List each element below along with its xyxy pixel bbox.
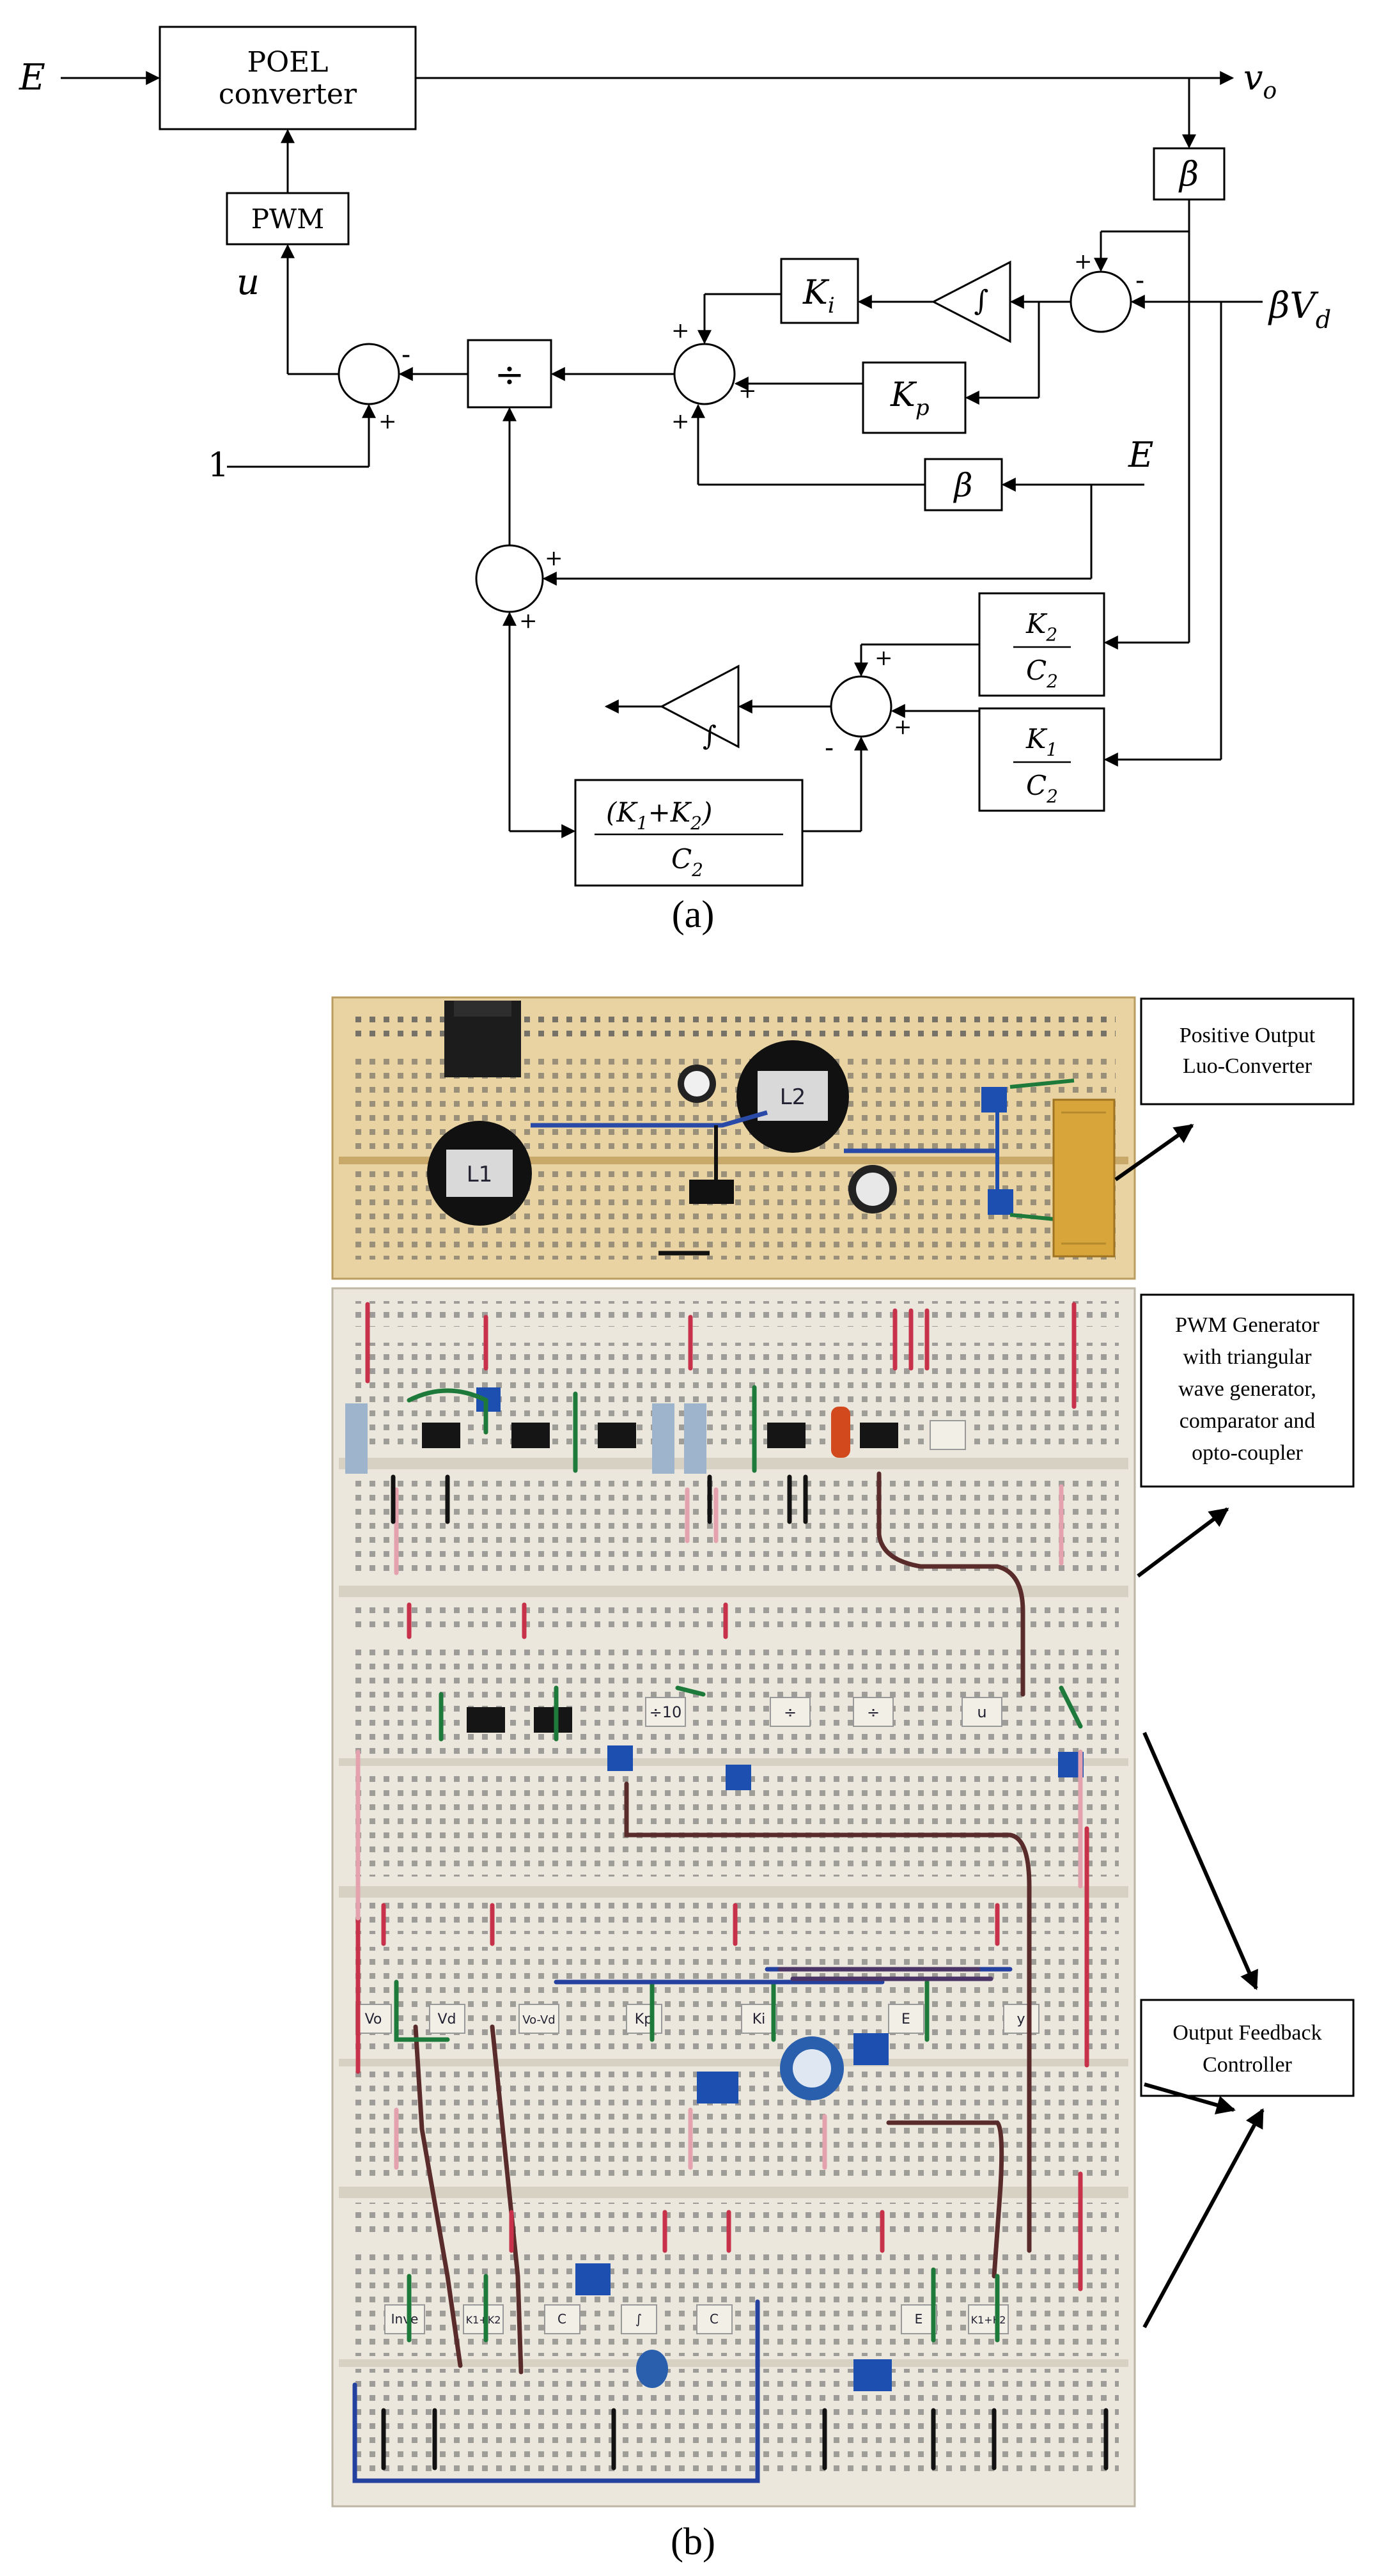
kp-label: Kp [890,376,930,421]
div-a-label: ÷ [784,1703,797,1721]
integrator-bottom [659,664,740,749]
callouts: Positive Output Luo-Converter PWM Genera… [1114,997,1355,2329]
u-label: u [237,262,260,303]
divide-symbol: ÷ [495,354,525,396]
sign-minus: - [825,731,834,763]
callout-pwm-line1: PWM Generator [1175,1313,1320,1337]
callout-feedback-line1: Output Feedback [1172,2021,1321,2045]
l2-label: L2 [780,1084,806,1110]
k12-c2-denominator: C2 [671,843,703,880]
pwm-label: PWM [251,203,324,235]
k2-c2-numerator: K2 [1025,608,1057,645]
k1-plus-k2-c2-block [574,779,804,887]
ki-label: Ki [802,274,835,318]
div10-label: ÷10 [650,1703,682,1721]
block-diagram-labels: E POEL converter vo PWM u 1 ÷ β βVd Ki ∫… [19,46,1331,880]
integrator-top-symbol: ∫ [974,285,989,317]
ki-block [780,258,859,324]
l1-label: L1 [467,1162,493,1187]
sign-plus: + [378,409,397,434]
callout-feedback-line2: Controller [1203,2053,1292,2077]
caption-b: (b) [671,2520,715,2563]
e2-chip-label: E [915,2311,923,2327]
k2-c2-denominator: C2 [1026,655,1058,692]
poel-converter-block [159,26,417,130]
one-label: 1 [208,446,229,485]
converter-label-line1: POEL [247,46,328,79]
k1k2-chip-label: K1+K2 [466,2314,501,2326]
callout-feedback-controller [1140,1999,1355,2097]
sign-plus: + [875,645,893,671]
sum-junction-mid [673,343,736,405]
ki-chip-label: Ki [752,2011,766,2027]
div-b-label: ÷ [867,1703,880,1721]
inv-chip-label: Inve [391,2311,419,2327]
callout-luo-converter [1140,997,1355,1105]
callout-pwm-line5: opto-coupler [1192,1441,1303,1465]
integrator-bottom-symbol: ∫ [703,720,717,751]
u-chip-label: u [977,1703,986,1721]
beta-mid-label: β [953,467,973,504]
k1-c2-denominator: C2 [1026,770,1058,807]
vo-chip-label: Vo [365,2011,382,2027]
c-chip-label: C [557,2311,566,2327]
sign-plus: + [519,608,538,634]
int-chip-label: ∫ [635,2311,642,2327]
kp-chip-label: Kp [635,2011,653,2027]
beta-top-label: β [1178,155,1199,194]
input-e-label: E [19,57,45,98]
k1-c2-numerator: K1 [1025,723,1057,760]
sign-minus: - [1135,264,1144,295]
e-chip-label: E [901,2011,910,2027]
sign-plus: + [894,714,912,740]
sum-junction-error [1070,270,1132,333]
block-diagram [61,26,1263,887]
callout-pwm-line4: comparator and [1180,1409,1315,1433]
e-right-label: E [1128,435,1153,475]
output-vo-label: vo [1243,58,1277,104]
sign-plus: + [1074,249,1093,274]
sign-plus: + [545,545,563,571]
converter-label-line2: converter [219,78,357,111]
k1k2b-chip-label: K1+K2 [971,2314,1006,2326]
beta-vd-label: βVd [1268,285,1331,334]
callout-pwm-line2: with triangular [1183,1345,1312,1369]
sum-junction-bottom [830,675,892,738]
sum-junction-lower [475,544,544,613]
vovd-chip-label: Vo-Vd [522,2013,555,2027]
k1-c2-block [978,707,1105,812]
integrator-top [931,260,1011,343]
power-resistor [1052,1098,1116,1258]
y-chip-label: y [1016,2011,1025,2027]
callout-luo-line2: Luo-Converter [1183,1054,1312,1078]
vd-chip-label: Vd [437,2011,456,2027]
k12-c2-numerator: (K1+K2) [606,797,712,834]
callout-luo-line1: Positive Output [1180,1024,1316,1047]
sign-plus: + [671,318,690,343]
pwm-block [226,192,350,246]
callout-pwm-line3: wave generator, [1178,1377,1316,1401]
kp-block [862,361,967,434]
callout-pwm-generator [1140,1293,1355,1488]
sign-plus: + [671,409,690,434]
sign-minus: - [401,338,410,370]
c2-chip-label: C [710,2311,719,2327]
sum-junction-u [338,343,400,405]
beta-mid-block [924,458,1003,511]
caption-a: (a) [672,893,715,935]
breadboard-photo: L1 L2 [331,996,1136,2508]
sign-plus: + [738,378,757,403]
